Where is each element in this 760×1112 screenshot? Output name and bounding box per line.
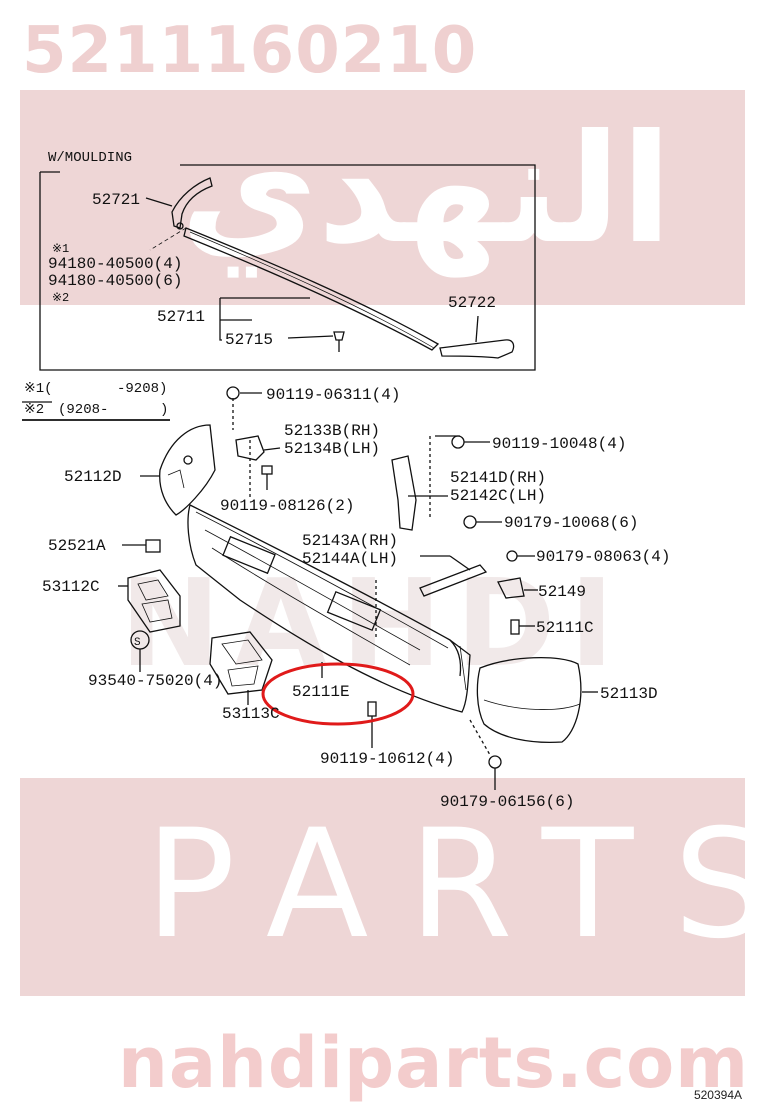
watermark-arabic: النهدي: [180, 103, 673, 277]
legend-1-text: -9208): [117, 381, 167, 397]
legend-2-text: (9208-: [58, 402, 108, 418]
watermark-part-number: 5211160210: [22, 14, 478, 88]
figure-code: 520394A: [693, 1088, 742, 1102]
part-52711-shape: [183, 227, 440, 351]
label-90119-06311: 90119-06311(4): [266, 386, 400, 404]
label-52111C: 52111C: [536, 619, 594, 637]
label-52715: 52715: [225, 331, 273, 349]
part-52112D-shape: [159, 424, 216, 516]
watermark-band-bottom: [20, 778, 745, 996]
label-93540: 93540-75020(4): [88, 672, 222, 690]
label-52112D: 52112D: [64, 468, 122, 486]
part-52722-shape: [439, 339, 515, 359]
part-52133B-bracket: [235, 435, 265, 461]
label-53112C: 53112C: [42, 578, 100, 596]
label-52141D: 52141D(RH): [450, 469, 546, 487]
label-90179-06156: 90179-06156(6): [440, 793, 574, 811]
label-52143A: 52143A(RH): [302, 532, 398, 550]
watermark-website: nahdiparts.com: [118, 1022, 750, 1104]
watermark-latin: NAHDI: [120, 555, 628, 694]
label-53113C: 53113C: [222, 705, 280, 723]
legend-2-mark: ※2: [24, 402, 44, 418]
bumper-body: [187, 504, 471, 713]
label-94180-6: 94180-40500(6): [48, 272, 182, 290]
part-52113D-shape: [476, 656, 582, 744]
watermark-band-top: [20, 90, 745, 305]
highlight-ellipse: [261, 662, 415, 726]
part-53113C-shape: [209, 631, 273, 695]
note-mark-2: ※2: [52, 291, 69, 305]
label-90119-10048: 90119-10048(4): [492, 435, 626, 453]
label-52721: 52721: [92, 191, 140, 209]
part-52721-shape: [171, 177, 213, 229]
label-52133B: 52133B(RH): [284, 422, 380, 440]
label-circle-s: S: [134, 637, 141, 649]
group-title: W/MOULDING: [48, 150, 132, 166]
label-52722: 52722: [448, 294, 496, 312]
label-94180-4: 94180-40500(4): [48, 255, 182, 273]
label-52711: 52711: [157, 308, 205, 326]
label-90119-08126: 90119-08126(2): [220, 497, 354, 515]
part-53112C-shape: [127, 569, 181, 633]
note-mark-1: ※1: [52, 242, 69, 256]
legend-1-mark: ※1(: [24, 381, 53, 397]
part-52141D-bracket: [391, 455, 417, 531]
part-52143A-stay: [419, 564, 488, 597]
label-52142C: 52142C(LH): [450, 487, 546, 505]
label-90119-10612: 90119-10612(4): [320, 750, 454, 768]
moulding-group-box: [39, 164, 536, 371]
label-90179-08063: 90179-08063(4): [536, 548, 670, 566]
label-90179-10068: 90179-10068(6): [504, 514, 638, 532]
label-52521A: 52521A: [48, 537, 106, 555]
label-52134B: 52134B(LH): [284, 440, 380, 458]
legend-2-close: ): [160, 402, 168, 418]
label-52111E: 52111E: [292, 683, 350, 701]
part-52149-bracket: [497, 577, 525, 599]
label-52149: 52149: [538, 583, 586, 601]
watermark-parts: PARTS: [145, 798, 760, 972]
label-52144A: 52144A(LH): [302, 550, 398, 568]
part-52715-clip: [333, 331, 345, 341]
label-52113D: 52113D: [600, 685, 658, 703]
